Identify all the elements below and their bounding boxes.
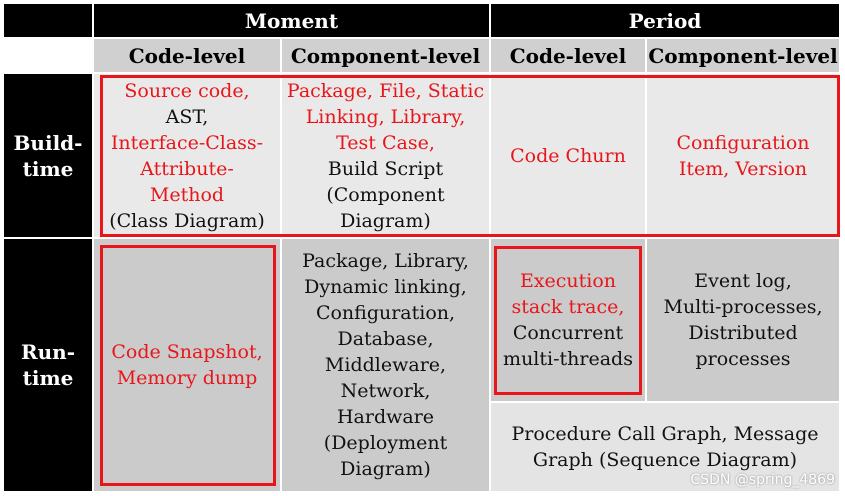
run-moment-component-line: Diagram) xyxy=(340,458,431,480)
run-period-bottom-line: Graph (Sequence Diagram) xyxy=(532,449,798,471)
run-period-code-line: stack trace, xyxy=(511,296,625,318)
build-moment-code-cell: Source code, AST, Interface-Class- Attribut… xyxy=(94,74,280,237)
run-moment-component-line: Network, xyxy=(340,380,431,402)
run-time-label-line1: Run- xyxy=(20,340,75,364)
corner-top xyxy=(4,4,92,37)
run-period-component-cell: Event log, Multi-processes, Distributed pro… xyxy=(647,239,839,401)
moment-code-level-header: Code-level xyxy=(94,39,280,72)
build-time-row-header: Build- time xyxy=(4,74,92,237)
run-period-component-line: Event log, xyxy=(694,270,792,292)
build-period-code-cell: Code Churn xyxy=(491,74,645,237)
run-time-row-header: Run- time xyxy=(4,239,92,491)
run-moment-code-line: Memory dump xyxy=(116,367,258,389)
run-period-code-line: Concurrent xyxy=(512,322,624,344)
run-period-component-line: processes xyxy=(695,348,791,370)
run-period-code-line: Execution xyxy=(519,270,617,292)
run-moment-component-line: Middleware, xyxy=(324,354,447,376)
run-period-bottom-line: Procedure Call Graph, Message xyxy=(511,423,819,445)
build-moment-component-line: (Component xyxy=(326,183,445,206)
run-period-code-cell: Execution stack trace, Concurrent multi-thr… xyxy=(491,239,645,401)
run-period-component-line: Multi-processes, xyxy=(663,296,823,318)
build-moment-component-line: Linking, Library, xyxy=(305,105,466,128)
build-moment-component-line: Build Script xyxy=(327,157,444,180)
build-moment-code-line: (Class Diagram) xyxy=(109,209,265,232)
run-moment-code-cell: Code Snapshot, Memory dump xyxy=(94,239,280,491)
run-period-code-line: multi-threads xyxy=(503,348,633,370)
build-moment-component-line: Package, File, Static xyxy=(286,79,485,102)
build-moment-code-line: Attribute- xyxy=(140,157,234,180)
period-header: Period xyxy=(491,4,839,37)
build-moment-code-line: Source code, xyxy=(124,79,250,102)
run-moment-component-line: (Deployment xyxy=(323,432,448,454)
moment-header: Moment xyxy=(94,4,489,37)
corner-sub xyxy=(4,39,92,72)
run-period-component-line: Distributed xyxy=(688,322,798,344)
build-period-component-line: Item, Version xyxy=(678,157,808,180)
moment-component-level-header: Component-level xyxy=(282,39,489,72)
build-moment-code-line: Interface-Class- xyxy=(110,131,264,154)
period-code-level-header: Code-level xyxy=(491,39,645,72)
run-time-label-line2: time xyxy=(22,366,74,390)
run-moment-component-cell: Package, Library, Dynamic linking, Configu… xyxy=(282,239,489,491)
build-moment-code-line: AST, xyxy=(165,105,209,128)
build-moment-component-line: Diagram) xyxy=(340,209,431,232)
run-moment-code-line: Code Snapshot, xyxy=(111,341,263,363)
build-moment-component-line: Test Case, xyxy=(336,131,435,154)
period-component-level-header: Component-level xyxy=(647,39,839,72)
build-time-label-line2: time xyxy=(22,156,74,181)
run-moment-component-line: Dynamic linking, xyxy=(304,276,467,298)
run-moment-component-line: Configuration, xyxy=(315,302,456,324)
build-period-code-line: Code Churn xyxy=(510,144,626,167)
run-moment-component-line: Database, xyxy=(337,328,434,350)
run-moment-component-line: Hardware xyxy=(336,406,435,428)
watermark: CSDN @spring_4869 xyxy=(690,472,835,488)
run-moment-component-line: Package, Library, xyxy=(302,250,469,272)
build-moment-code-line: Method xyxy=(149,183,225,206)
build-period-component-line: Configuration xyxy=(676,131,810,154)
build-time-label-line1: Build- xyxy=(13,130,83,155)
